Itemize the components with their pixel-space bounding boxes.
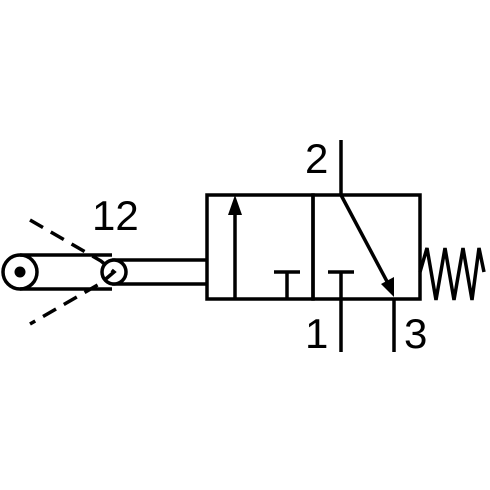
port-1-label: 1 — [305, 310, 328, 357]
flow-path-2-to-3 — [339, 194, 393, 290]
valve-body — [205, 193, 422, 301]
return-spring — [418, 247, 486, 301]
port-3-label: 3 — [404, 310, 427, 357]
port-2-label: 2 — [305, 135, 328, 182]
flow-arrowhead-down — [381, 277, 394, 297]
roller-pivot — [14, 266, 26, 278]
actuator-label: 12 — [92, 192, 139, 239]
valve-position-left — [205, 193, 315, 301]
flow-arrowhead-up — [228, 195, 242, 215]
roller-actuator — [1, 218, 207, 326]
actuation-wedge — [29, 218, 117, 326]
valve-position-right — [311, 193, 422, 301]
